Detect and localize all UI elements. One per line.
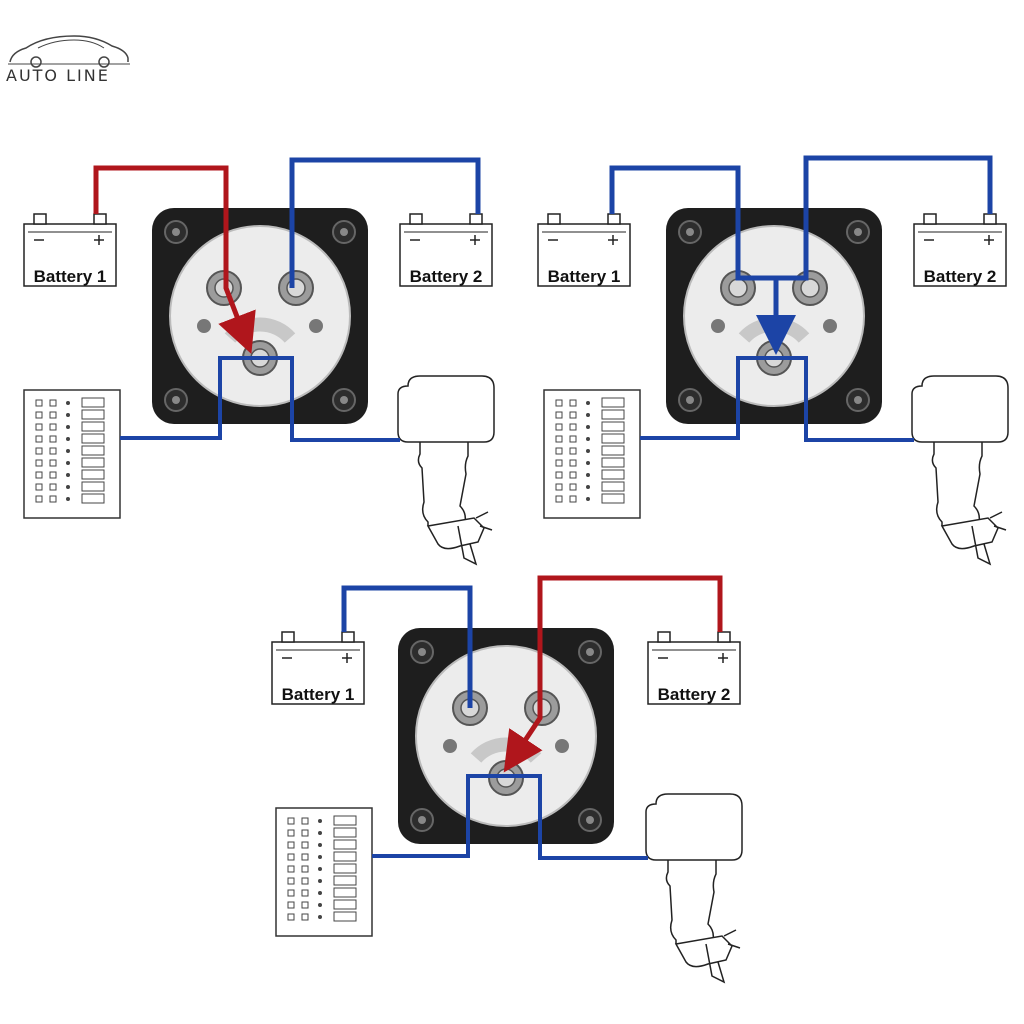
motor-wire [506,774,648,860]
outboard-motor [911,375,1009,565]
positive-wire [503,575,723,773]
panel-wire [372,774,506,858]
outboard-motor [645,793,743,983]
outboard-motor [397,375,495,565]
battery-2: Battery 2 [647,631,741,705]
battery-2-wire [756,155,993,355]
panel-wire [640,356,776,440]
battery-1: Battery 1 [23,213,117,287]
diagram-both: Battery 1 Battery 2 [537,155,1009,565]
negative-wire [289,157,481,288]
brand-logo [4,28,134,88]
battery-2-label: Battery 2 [924,267,997,286]
brand-name: AUTO LINE [6,66,110,85]
negative-wire [341,585,473,708]
battery-2: Battery 2 [399,213,493,287]
motor-wire [262,356,400,442]
panel-wire [120,356,262,440]
battery-2: Battery 2 [913,213,1007,287]
battery-switch [398,628,614,844]
battery-1-label: Battery 1 [548,267,621,286]
battery-2-label: Battery 2 [658,685,731,704]
fuse-panel [23,389,121,519]
battery-1-label: Battery 1 [34,267,107,286]
positive-wire [93,165,256,355]
fuse-panel [543,389,641,519]
battery-2-label: Battery 2 [410,267,483,286]
car-outline-icon [8,35,130,68]
fuse-panel [275,807,373,937]
battery-switch [152,208,368,424]
battery-1-label: Battery 1 [282,685,355,704]
battery-1: Battery 1 [537,213,631,287]
diagram-battery-2: Battery 1 Battery 2 [271,575,743,983]
motor-wire [776,356,914,442]
diagram-battery-1: Battery 1 Battery 2 [23,157,495,565]
battery-1-wire [609,165,776,281]
battery-1: Battery 1 [271,631,365,705]
